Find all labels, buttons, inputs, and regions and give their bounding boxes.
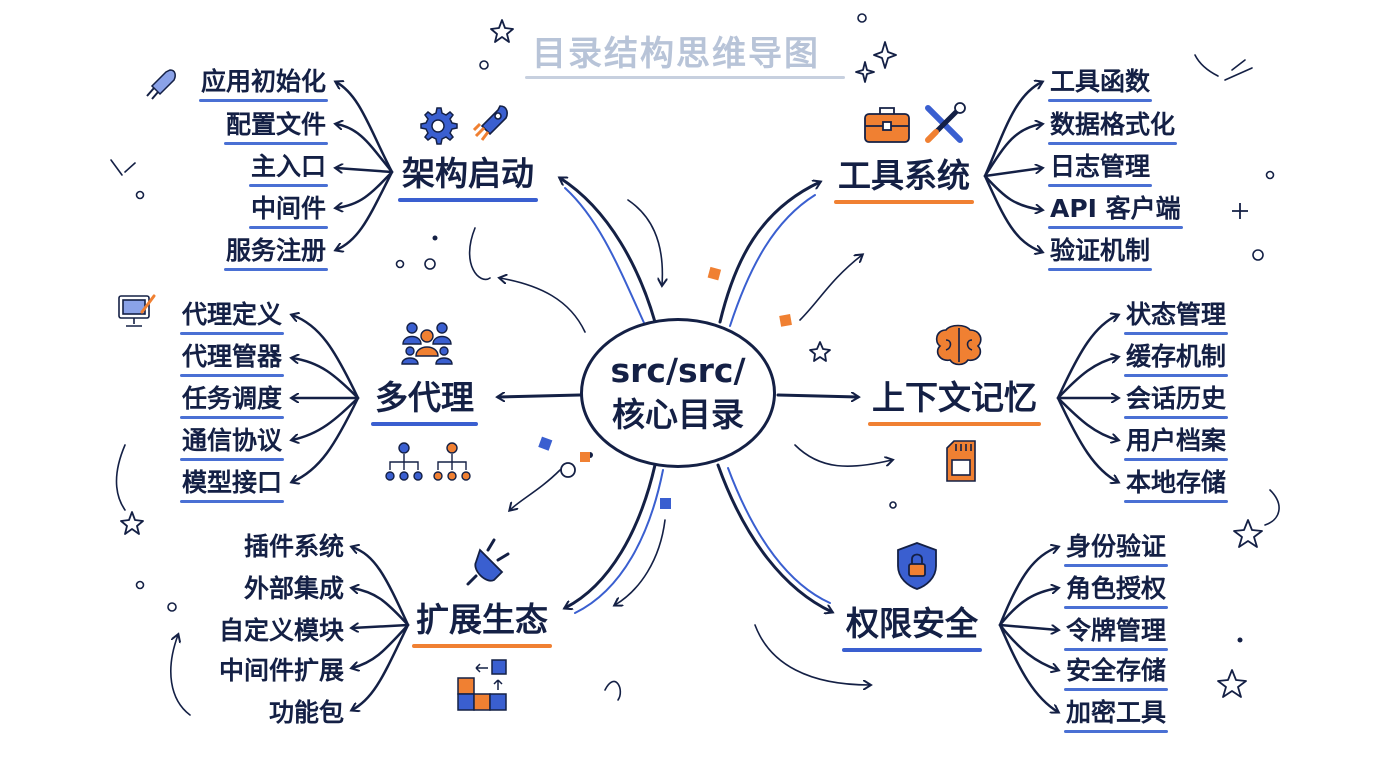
branch-ext-underline bbox=[412, 644, 552, 648]
memory-fan bbox=[1056, 315, 1118, 482]
shield-lock-icon bbox=[897, 542, 937, 590]
memory-item-3: 会话历史 bbox=[1123, 384, 1229, 419]
ext-item-1: 插件系统 bbox=[243, 532, 344, 561]
branch-tools-underline bbox=[834, 200, 974, 204]
center-node: src/src/ 核心目录 bbox=[580, 318, 776, 468]
branch-agent-underline bbox=[371, 422, 478, 426]
perm-item-5: 加密工具 bbox=[1063, 698, 1169, 733]
ext-fan bbox=[352, 547, 410, 710]
perm-item-1: 身份验证 bbox=[1063, 532, 1169, 567]
branch-arch: 架构启动 bbox=[398, 154, 538, 202]
branch-memory: 上下文记忆 bbox=[868, 378, 1041, 426]
arch-item-2: 配置文件 bbox=[223, 110, 329, 145]
memory-item-5: 本地存储 bbox=[1123, 468, 1229, 503]
branch-tools-label: 工具系统 bbox=[838, 156, 970, 195]
perm-fan bbox=[998, 547, 1058, 712]
dot-doodles bbox=[135, 13, 1275, 643]
monitor-brush-icon bbox=[118, 294, 156, 327]
small-rocket-icon bbox=[146, 69, 176, 100]
gear-icon bbox=[420, 107, 458, 145]
memory-item-4: 用户档案 bbox=[1123, 426, 1229, 461]
star-doodles bbox=[120, 19, 1263, 698]
arch-item-4: 中间件 bbox=[248, 194, 329, 229]
agent-item-5: 模型接口 bbox=[179, 468, 285, 503]
arch-item-5: 服务注册 bbox=[223, 236, 329, 271]
ext-item-3: 自定义模块 bbox=[218, 616, 344, 645]
ext-item-5: 功能包 bbox=[268, 698, 344, 727]
branch-arch-label: 架构启动 bbox=[402, 154, 534, 193]
brain-icon bbox=[935, 324, 982, 366]
agent-item-3: 任务调度 bbox=[179, 384, 285, 419]
tools-item-4: API 客户端 bbox=[1048, 194, 1183, 229]
tools-item-1: 工具函数 bbox=[1047, 67, 1153, 102]
branch-perm: 权限安全 bbox=[842, 604, 982, 652]
branch-agent-label: 多代理 bbox=[375, 378, 474, 417]
agent-item-2: 代理管器 bbox=[179, 342, 285, 377]
branch-memory-label: 上下文记忆 bbox=[872, 378, 1037, 417]
ext-item-4: 中间件扩展 bbox=[218, 656, 344, 685]
page-title: 目录结构思维导图 bbox=[532, 34, 820, 74]
arch-item-3: 主入口 bbox=[248, 152, 329, 187]
arch-fan bbox=[336, 82, 394, 250]
branch-memory-underline bbox=[868, 422, 1041, 426]
branch-ext-label: 扩展生态 bbox=[416, 600, 548, 639]
center-line-1: src/src/ bbox=[610, 351, 746, 390]
memory-item-2: 缓存机制 bbox=[1123, 342, 1229, 377]
tools-item-3: 日志管理 bbox=[1047, 152, 1153, 187]
tools-item-5: 验证机制 bbox=[1047, 236, 1153, 271]
branch-perm-underline bbox=[842, 648, 982, 652]
toolbox-icon bbox=[864, 107, 910, 143]
center-line-2: 核心目录 bbox=[612, 395, 744, 434]
branch-tools: 工具系统 bbox=[834, 156, 974, 204]
doodles bbox=[110, 54, 1280, 716]
branch-agent: 多代理 bbox=[371, 378, 478, 426]
agent-item-4: 通信协议 bbox=[179, 426, 285, 461]
tools-fan bbox=[983, 82, 1042, 252]
branch-perm-label: 权限安全 bbox=[846, 604, 978, 643]
wrench-screwdriver-icon bbox=[925, 102, 966, 143]
ext-item-2: 外部集成 bbox=[243, 574, 344, 603]
perm-item-3: 令牌管理 bbox=[1063, 616, 1169, 651]
sd-card-icon bbox=[946, 440, 976, 482]
branch-arch-underline bbox=[398, 198, 538, 202]
title-underline bbox=[525, 76, 845, 79]
agent-fan bbox=[292, 315, 360, 482]
rocket-icon bbox=[472, 105, 508, 141]
plug-icon bbox=[466, 538, 510, 586]
agent-item-1: 代理定义 bbox=[179, 300, 285, 335]
puzzle-blocks-icon bbox=[457, 659, 507, 711]
perm-item-2: 角色授权 bbox=[1063, 574, 1169, 609]
hierarchy-icon bbox=[385, 442, 471, 481]
team-icon bbox=[401, 322, 453, 365]
memory-item-1: 状态管理 bbox=[1123, 300, 1229, 335]
tools-item-2: 数据格式化 bbox=[1047, 110, 1178, 145]
arch-item-1: 应用初始化 bbox=[198, 67, 329, 102]
perm-item-4: 安全存储 bbox=[1063, 656, 1169, 691]
main-connectors bbox=[498, 178, 858, 613]
branch-ext: 扩展生态 bbox=[412, 600, 552, 648]
